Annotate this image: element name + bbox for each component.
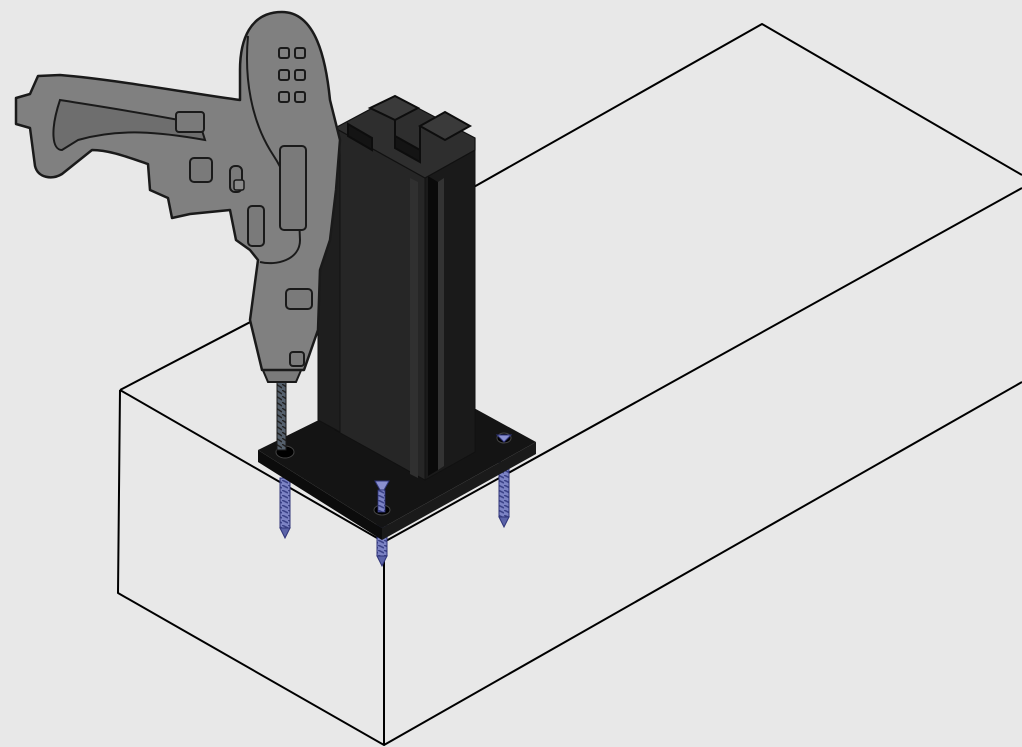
- drill-side-window: [279, 145, 307, 231]
- beam-side-bottom-edge: [383, 381, 1022, 746]
- drill-clutch-button: [285, 288, 313, 310]
- screw-heads: [374, 434, 513, 513]
- power-drill-icon: [14, 10, 342, 451]
- drill-trigger: [189, 157, 213, 183]
- screw-front-upper: [374, 480, 390, 513]
- drill-body: [14, 10, 342, 372]
- screw-head-right: [495, 434, 513, 443]
- beam-top-back-edge: [471, 23, 1022, 189]
- drill-switch-knob: [233, 179, 245, 191]
- drill-grip-groove: [52, 98, 207, 152]
- drill-vents: [278, 47, 306, 103]
- screw-left: [279, 477, 291, 540]
- aluminium-post: [317, 94, 476, 481]
- beam-top-left-edge: [119, 317, 259, 391]
- drill-lower-slot: [247, 205, 265, 247]
- beam-front-face: [117, 389, 385, 746]
- post-top-profile: [347, 94, 473, 164]
- drill-lock-button: [289, 351, 305, 367]
- drill-grip-pad: [175, 111, 205, 133]
- drill-bit: [276, 377, 287, 451]
